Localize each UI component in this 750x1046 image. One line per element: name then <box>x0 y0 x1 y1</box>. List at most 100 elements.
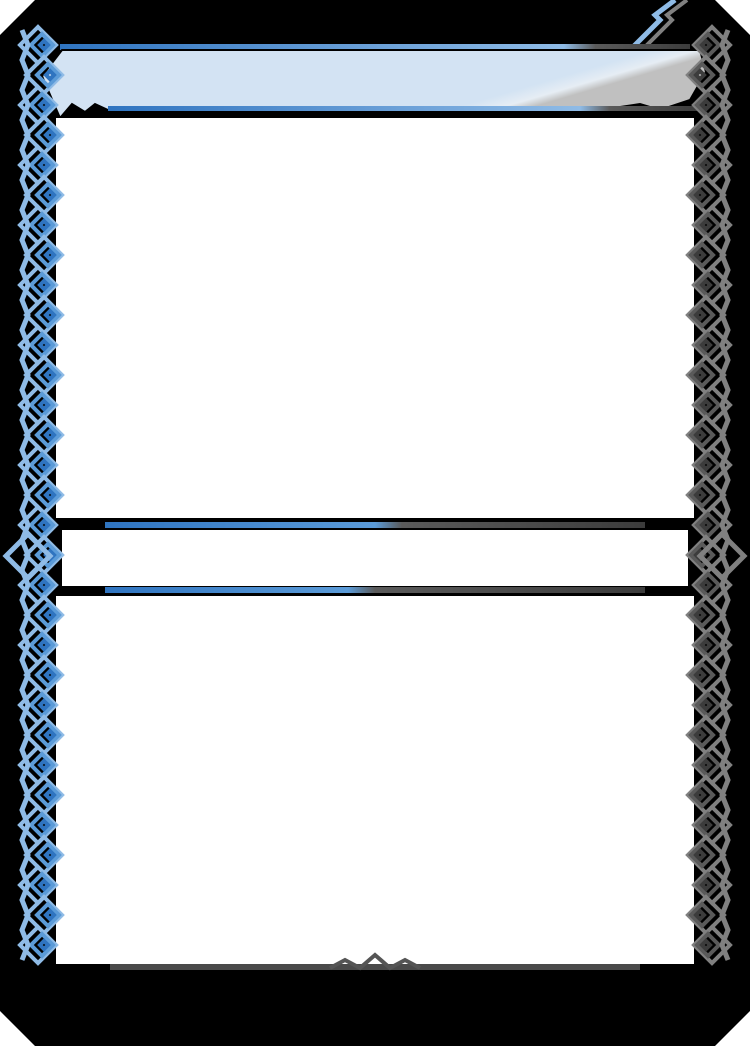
border-diamond-inner <box>37 518 51 532</box>
border-diamond-middle <box>28 331 56 359</box>
border-diamond-middle <box>694 91 722 119</box>
text-box <box>56 596 694 964</box>
border-diamond-inner <box>43 308 57 322</box>
border-diamond-middle <box>688 241 716 269</box>
border-diamond-middle <box>28 751 56 779</box>
border-diamond-inner <box>37 578 51 592</box>
border-diamond-inner <box>43 848 57 862</box>
border-diamond-middle <box>34 361 62 389</box>
type-line-left-diamond <box>2 530 54 582</box>
art-box <box>56 118 694 518</box>
border-diamond-middle <box>694 451 722 479</box>
border-diamond-middle <box>694 151 722 179</box>
border-diamond-middle <box>34 841 62 869</box>
border-diamond-inner <box>43 68 57 82</box>
border-diamond-inner <box>43 668 57 682</box>
border-diamond-inner <box>693 488 707 502</box>
border-diamond-middle <box>34 541 62 569</box>
border-diamond-middle <box>28 871 56 899</box>
border-diamond-inner <box>693 368 707 382</box>
border-diamond-inner <box>43 488 57 502</box>
border-diamond-inner <box>37 158 51 172</box>
border-diamond-middle <box>694 571 722 599</box>
border-zigzag-line <box>19 29 31 961</box>
border-diamond-inner <box>37 638 51 652</box>
border-diamond-inner <box>699 38 713 52</box>
border-diamond-middle <box>694 331 722 359</box>
border-diamond-middle <box>28 151 56 179</box>
border-diamond-inner <box>37 878 51 892</box>
border-diamond-middle <box>28 511 56 539</box>
border-diamond-inner <box>699 398 713 412</box>
border-diamond-middle <box>694 511 722 539</box>
type-line-top-rail <box>105 522 645 528</box>
border-diamond-inner <box>693 728 707 742</box>
border-diamond-inner <box>699 158 713 172</box>
bottom-rail <box>110 964 640 970</box>
border-diamond-middle <box>34 61 62 89</box>
border-diamond-inner <box>693 788 707 802</box>
border-diamond-middle <box>28 931 56 959</box>
bottom-center-ornament <box>329 952 421 971</box>
border-diamond-middle <box>694 931 722 959</box>
border-diamond-inner <box>693 848 707 862</box>
border-diamond-middle <box>688 601 716 629</box>
border-diamond-middle <box>28 451 56 479</box>
border-diamond-inner <box>43 368 57 382</box>
border-diamond-middle <box>28 811 56 839</box>
border-diamond-inner <box>699 278 713 292</box>
corner-accent-gray <box>638 0 689 54</box>
border-diamond-inner <box>37 398 51 412</box>
border-diamond-middle <box>28 271 56 299</box>
border-diamond-middle <box>694 211 722 239</box>
border-diamond-inner <box>699 338 713 352</box>
border-diamond-middle <box>688 181 716 209</box>
border-diamond-middle <box>34 421 62 449</box>
border-diamond-middle <box>688 121 716 149</box>
title-bar <box>40 44 708 120</box>
border-diamond-inner <box>693 428 707 442</box>
border-diamond-middle <box>694 391 722 419</box>
border-diamond-middle <box>694 811 722 839</box>
right-diamond-border <box>685 24 748 966</box>
border-diamond-inner <box>693 908 707 922</box>
border-diamond-middle <box>28 31 56 59</box>
border-diamond-middle <box>34 301 62 329</box>
border-diamond-inner <box>37 218 51 232</box>
border-diamond-inner <box>43 128 57 142</box>
border-diamond-inner <box>699 938 713 952</box>
left-diamond-border <box>2 24 65 966</box>
border-diamond-inner <box>43 788 57 802</box>
border-diamond-inner <box>699 578 713 592</box>
border-diamond-inner <box>699 878 713 892</box>
border-diamond-middle <box>688 541 716 569</box>
border-diamond-inner <box>699 518 713 532</box>
border-diamond-middle <box>34 661 62 689</box>
border-diamond-middle <box>34 901 62 929</box>
border-diamond-inner <box>693 608 707 622</box>
border-diamond-middle <box>688 301 716 329</box>
border-diamond-inner <box>693 128 707 142</box>
border-diamond-middle <box>694 31 722 59</box>
border-diamond-inner <box>699 458 713 472</box>
border-diamond-middle <box>694 631 722 659</box>
border-diamond-middle <box>688 421 716 449</box>
border-diamond-inner <box>699 98 713 112</box>
border-diamond-middle <box>34 181 62 209</box>
border-diamond-middle <box>688 361 716 389</box>
corner-accent <box>626 0 677 54</box>
border-diamond-middle <box>28 631 56 659</box>
border-diamond-inner <box>37 458 51 472</box>
border-diamond-inner <box>43 608 57 622</box>
border-diamond-inner <box>43 728 57 742</box>
border-diamond-inner <box>693 308 707 322</box>
border-diamond-inner <box>37 338 51 352</box>
border-diamond-middle <box>694 271 722 299</box>
border-diamond-inner <box>693 68 707 82</box>
border-diamond-middle <box>28 571 56 599</box>
border-diamond-inner <box>699 698 713 712</box>
type-line-bottom-rail <box>105 587 645 593</box>
border-diamond-inner <box>37 758 51 772</box>
border-diamond-middle <box>694 751 722 779</box>
